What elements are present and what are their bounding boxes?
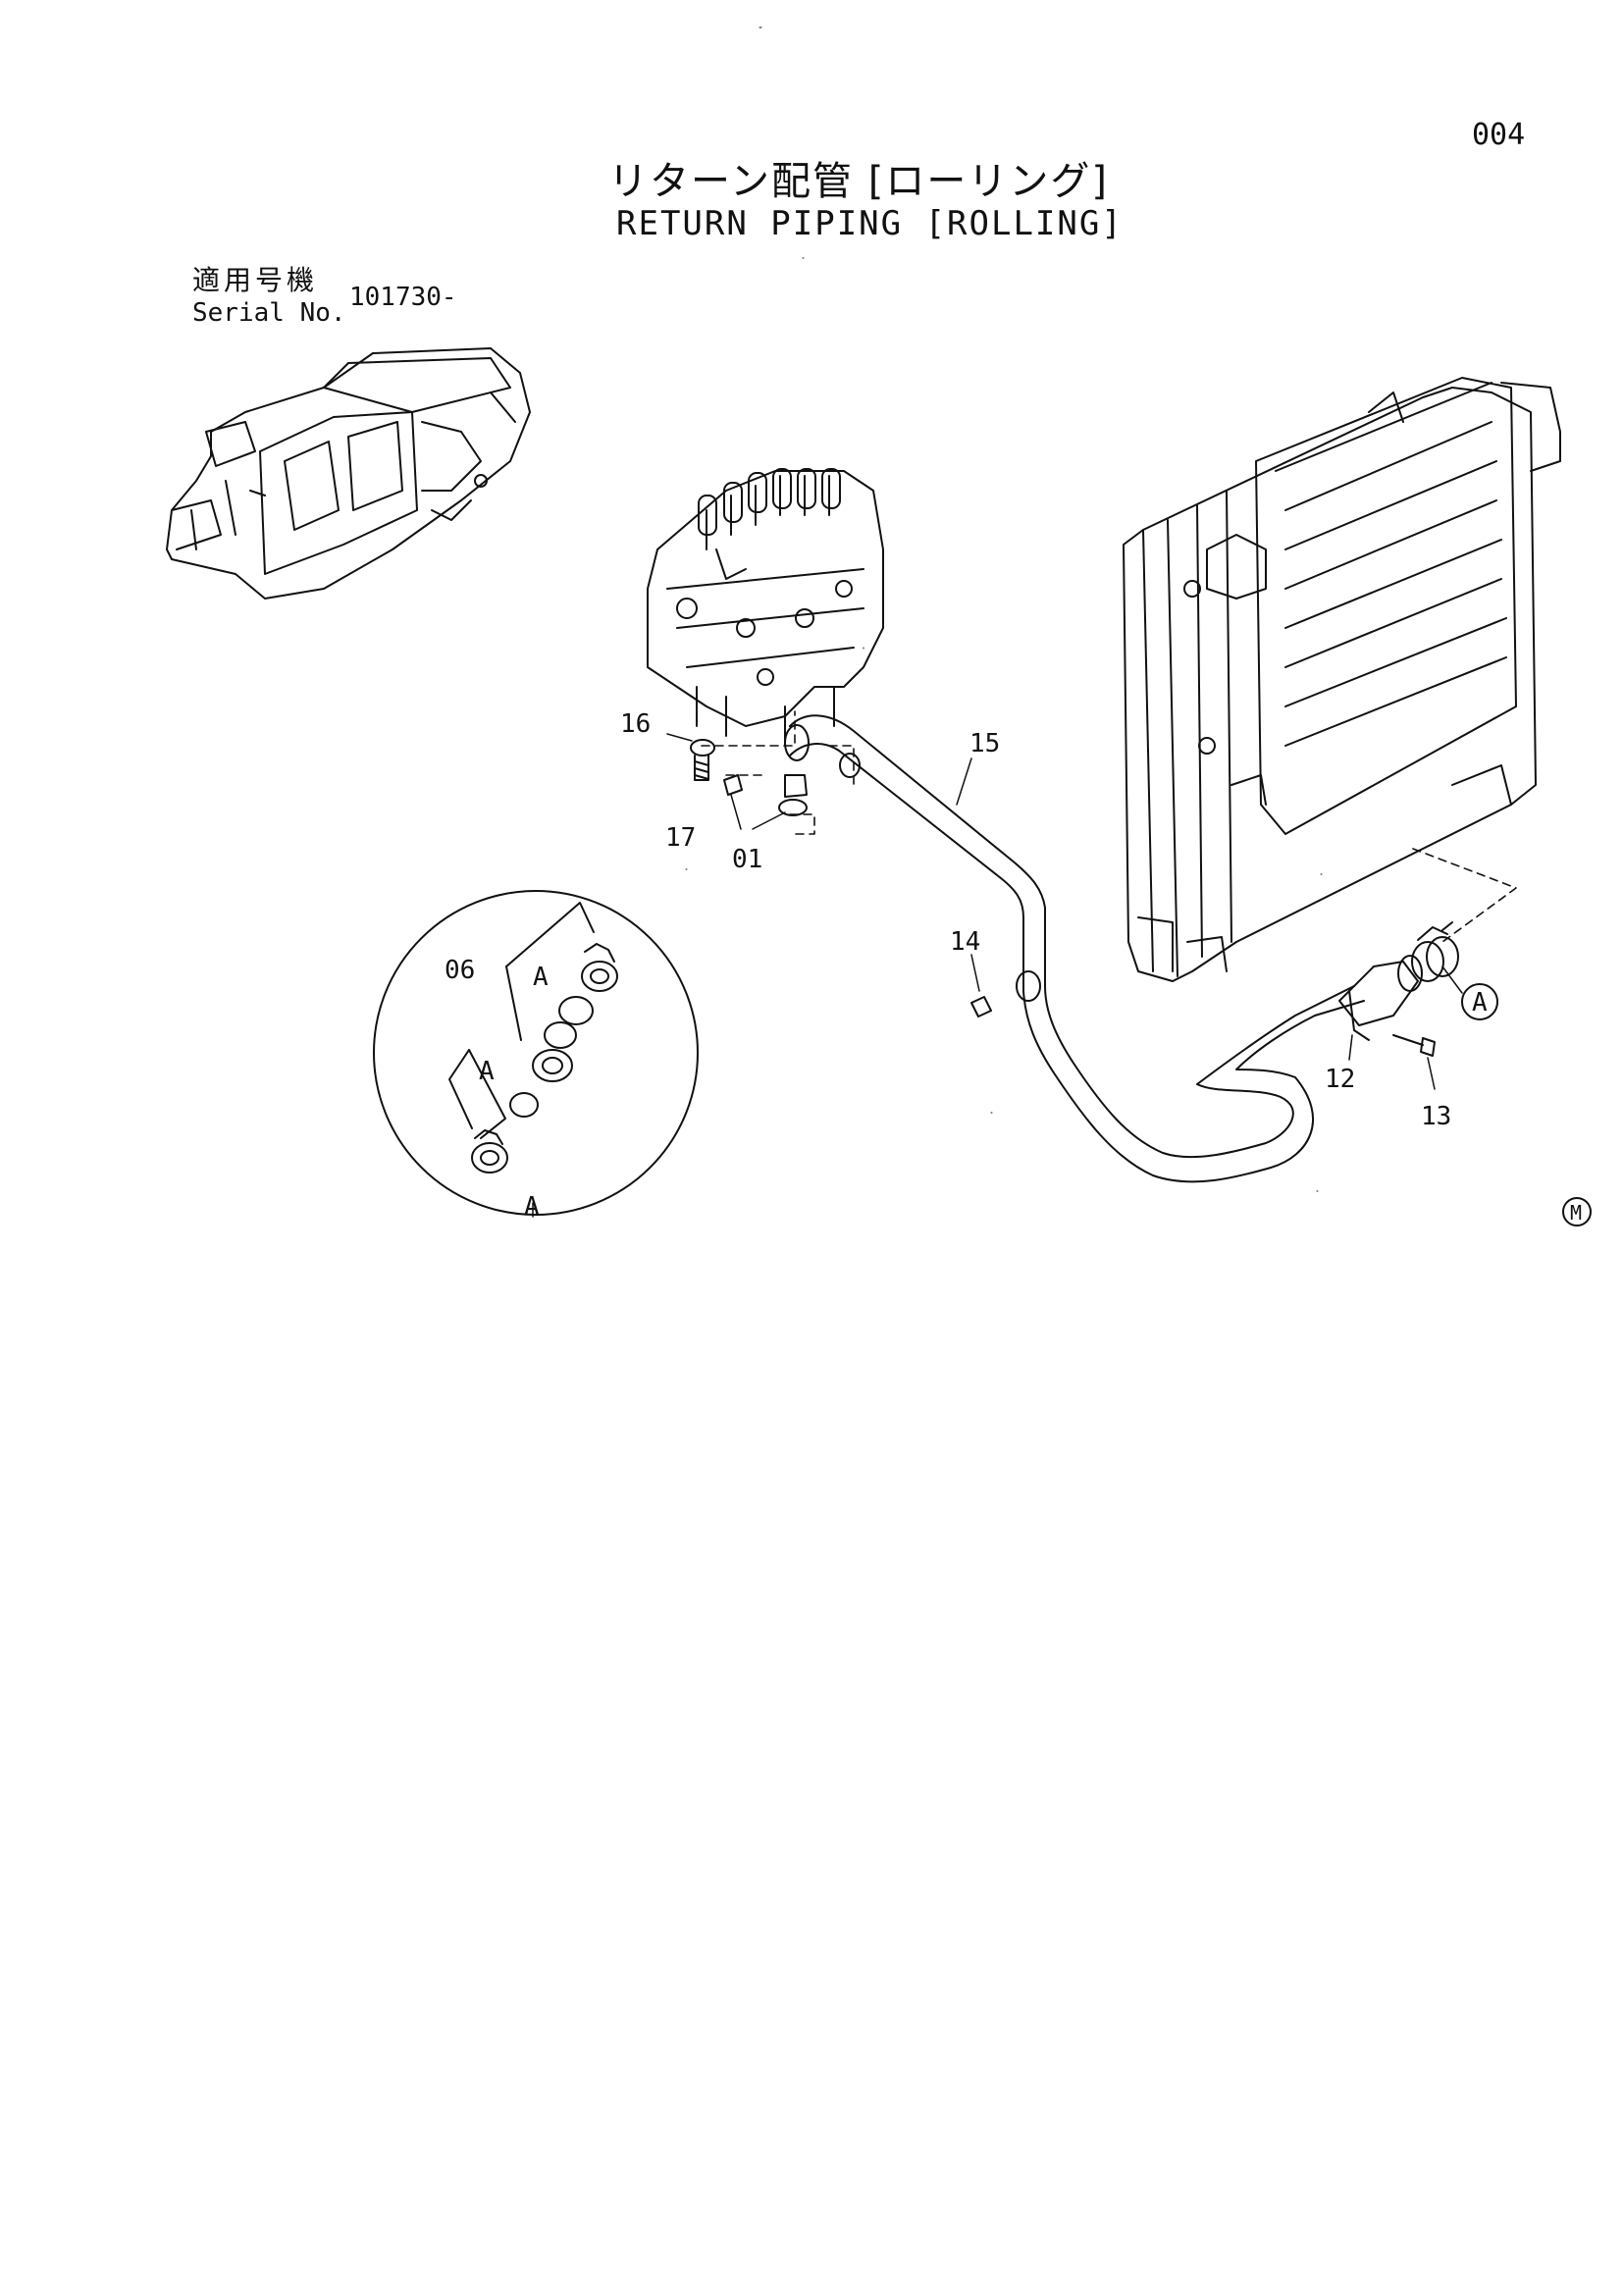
callout-14: 14 bbox=[950, 927, 980, 957]
excavator-overview-illustration bbox=[166, 347, 531, 600]
detail-clamp-lower bbox=[471, 1129, 508, 1174]
serial-number-value: 101730- bbox=[349, 283, 457, 312]
return-pipe-15 bbox=[784, 714, 1365, 1183]
page-title-japanese: リターン配管 [ローリング] bbox=[608, 159, 1109, 204]
control-valve-illustration bbox=[647, 468, 884, 747]
detail-view-label-a: A bbox=[524, 1192, 540, 1222]
pipe-clamp-12 bbox=[1338, 955, 1423, 1041]
detail-clamp-upper bbox=[581, 943, 618, 992]
page-title-english: RETURN PIPING [ROLLING] bbox=[616, 204, 1124, 243]
callout-17: 17 bbox=[665, 823, 696, 853]
callout-leaders bbox=[532, 733, 1463, 1218]
page-number: 004 bbox=[1472, 118, 1526, 152]
callout-16: 16 bbox=[620, 709, 651, 739]
plug-14 bbox=[970, 970, 1041, 1018]
scan-specks bbox=[685, 26, 1323, 1192]
callout-13: 13 bbox=[1421, 1102, 1451, 1131]
serial-label-english: Serial No. bbox=[192, 298, 346, 328]
detail-hose-segments bbox=[509, 996, 594, 1118]
o-ring-01 bbox=[778, 799, 808, 816]
bolt-13 bbox=[1392, 1034, 1436, 1057]
callout-01: 01 bbox=[732, 845, 762, 874]
detail-label-a-lower: A bbox=[479, 1057, 495, 1086]
assembly-leader-lines bbox=[701, 710, 1517, 943]
m-mark-label: M bbox=[1570, 1201, 1582, 1225]
reference-label-a: A bbox=[1472, 988, 1488, 1018]
detail-view-a bbox=[373, 890, 699, 1216]
screw-16 bbox=[690, 739, 715, 781]
callout-12: 12 bbox=[1325, 1065, 1355, 1094]
callout-06: 06 bbox=[445, 956, 475, 985]
reference-circle-a bbox=[1461, 983, 1498, 1020]
plug-17 bbox=[723, 774, 743, 796]
m-mark-circle bbox=[1562, 1197, 1592, 1226]
callout-15: 15 bbox=[969, 729, 1000, 758]
callout-labels: 16 17 01 15 14 12 13 06 A A A A M bbox=[445, 709, 1582, 1225]
hose-clamp-a bbox=[1411, 921, 1459, 982]
oil-cooler-illustration bbox=[1123, 377, 1561, 982]
detail-label-a-upper: A bbox=[533, 963, 549, 992]
serial-label-japanese: 適用号機 bbox=[192, 264, 319, 296]
